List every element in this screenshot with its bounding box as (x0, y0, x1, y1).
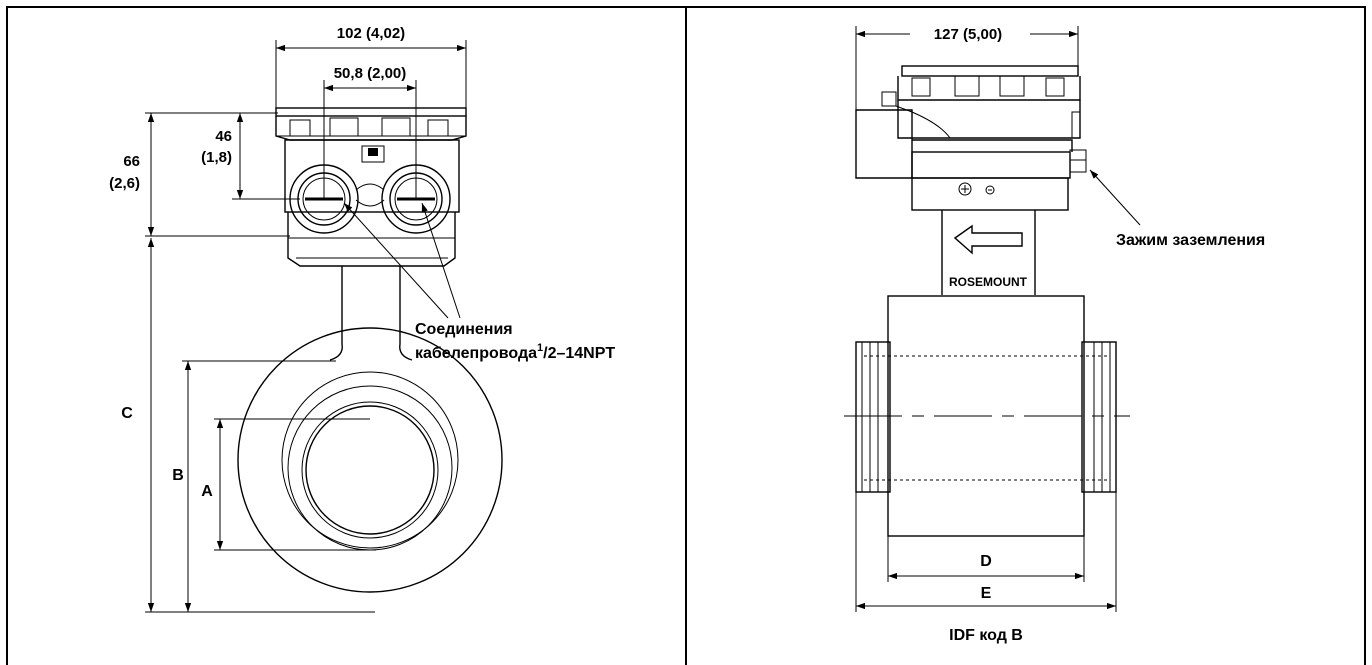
dim-e: E (855, 492, 1117, 612)
sensor-neck: ROSEMOUNT (941, 210, 1036, 295)
dim-102: 102 (4,02) (275, 25, 467, 110)
letter-d: D (980, 553, 992, 570)
transmitter-cap (897, 65, 1081, 139)
dim-66-label: 66 (123, 153, 140, 170)
dim-66-sub: (2,6) (109, 175, 140, 192)
dim-a: A (201, 418, 376, 551)
dim-b: B (172, 360, 336, 612)
conduit-label-line2: кабелепровода1/2–14NPT (415, 342, 615, 362)
neck (329, 266, 413, 361)
dim-c: C (121, 238, 375, 613)
dim-66: 66 (2,6) (109, 112, 290, 237)
dim-46-label: 46 (215, 128, 232, 145)
frame (6, 6, 1366, 665)
letter-b: B (172, 467, 184, 484)
dim-50-8: 50,8 (2,00) (323, 65, 417, 200)
junction-box (855, 91, 951, 179)
rosemount-brand: ROSEMOUNT (949, 275, 1028, 289)
left-front-view: 102 (4,02) 50,8 (2,00) 46 (1,8) 66 (2,6) (109, 25, 615, 613)
dim-127: 127 (5,00) (855, 22, 1079, 110)
housing-body (284, 139, 460, 267)
dim-46-sub: (1,8) (201, 149, 232, 166)
sensor-body (237, 327, 503, 593)
conduit-label-line1: Соединения (415, 321, 513, 338)
dim-46: 46 (1,8) (201, 112, 300, 200)
sensor-tube (844, 295, 1130, 537)
dim-d: D (887, 536, 1085, 582)
ground-leader (1089, 169, 1141, 226)
view-caption: IDF код B (949, 627, 1023, 644)
dim-50-8-label: 50,8 (2,00) (334, 65, 407, 82)
letter-e: E (981, 585, 992, 602)
letter-a: A (201, 483, 213, 500)
letter-c: C (121, 405, 133, 422)
housing-cap (275, 107, 467, 141)
dim-127-label: 127 (5,00) (934, 26, 1002, 43)
ground-label: Зажим заземления (1116, 232, 1265, 249)
right-side-view: ROSEMOUNT 127 (5,00) (844, 22, 1265, 644)
conduit-leaders (343, 202, 461, 319)
transmitter-body (911, 111, 1087, 211)
dim-102-label: 102 (4,02) (337, 25, 405, 42)
